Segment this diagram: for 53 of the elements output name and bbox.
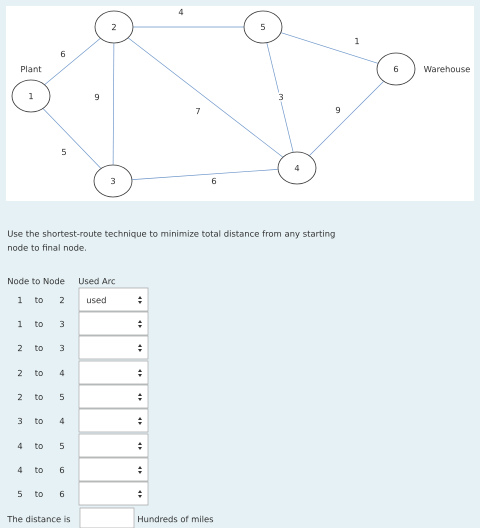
edge-line <box>133 26 244 28</box>
edge-label: 6 <box>212 178 216 184</box>
table-cell: to <box>35 443 43 450</box>
instruction-text: Use the shortest-route technique to minimize total distance from any starting node to final node. <box>8 230 335 251</box>
table-cell: 3 <box>60 320 64 328</box>
table-cell: 5 <box>60 394 64 400</box>
table-cell: 4 <box>18 466 22 474</box>
edge-label: 7 <box>196 108 200 114</box>
table-cell: to <box>35 491 43 498</box>
label-text: The distance is <box>7 516 70 522</box>
edge-line <box>112 43 114 165</box>
table-cell: 5 <box>60 442 64 450</box>
table-cell: 4 <box>18 442 22 450</box>
table-cell: 3 <box>18 418 22 424</box>
table-cell: 2 <box>18 344 22 352</box>
table-cell: to <box>35 370 43 376</box>
table-cell: to <box>35 321 43 328</box>
table-cell: 6 <box>60 466 64 474</box>
edge-line <box>42 108 102 169</box>
table-cell: 1 <box>18 320 22 328</box>
table-cell: to <box>35 345 43 352</box>
column-header: Node to Node <box>8 278 64 284</box>
table-cell: 6 <box>60 490 64 498</box>
table-cell: 1 <box>18 296 22 304</box>
table-cell: 5 <box>18 490 22 498</box>
table-cell: 3 <box>60 344 64 352</box>
table-cell: 2 <box>18 370 22 376</box>
table-cell: to <box>35 297 43 304</box>
table-cell: to <box>35 394 43 400</box>
edge-label: 3 <box>278 94 284 100</box>
edge-line <box>266 42 294 152</box>
edge-line <box>128 38 283 158</box>
table-cell: 4 <box>60 370 64 376</box>
table-cell: 2 <box>60 296 64 304</box>
edge-line <box>44 38 100 85</box>
table-cell: 4 <box>60 418 64 424</box>
node-label: Plant <box>21 66 42 72</box>
edge-label: 5 <box>62 148 66 156</box>
edge-label: 9 <box>336 106 340 114</box>
edge-line <box>309 81 384 156</box>
dropdown-field: used <box>78 288 148 312</box>
label-text: Hundreds of miles <box>138 516 214 522</box>
edge-label: 9 <box>94 94 100 100</box>
edge-line <box>132 169 278 180</box>
table-cell: to <box>35 418 43 424</box>
edge-label: 1 <box>355 38 359 44</box>
table-cell: to <box>35 467 43 474</box>
table-cell: 2 <box>18 394 22 400</box>
edge-line <box>280 32 378 64</box>
edge-label: 6 <box>60 50 66 58</box>
node-label: Warehouse <box>424 66 470 72</box>
column-header: Used Arc <box>79 278 116 284</box>
edge-label: 4 <box>178 8 184 16</box>
